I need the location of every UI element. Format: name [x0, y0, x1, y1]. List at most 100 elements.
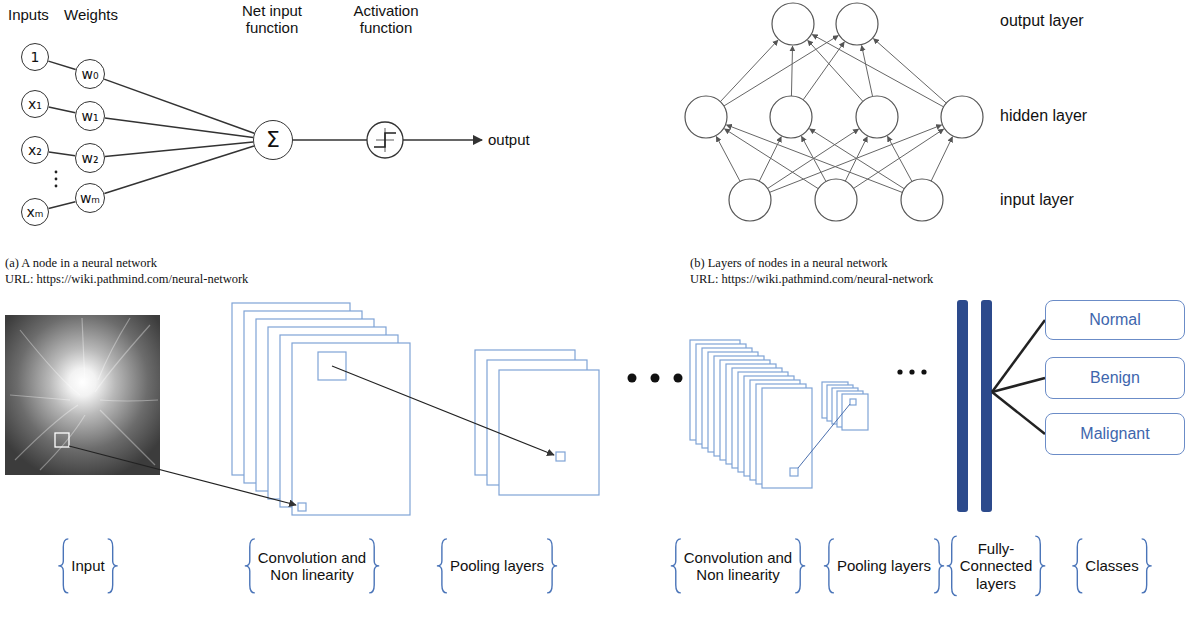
stage-label: Pooling layers — [427, 557, 567, 574]
class-box: Benign — [1045, 357, 1185, 399]
weighted-connection — [105, 142, 253, 157]
layer-connection — [791, 46, 792, 96]
tissue-fiber — [98, 318, 130, 380]
input-node: x₂ — [21, 136, 49, 164]
step-function-symbol — [374, 133, 396, 147]
node-symbol: Σ — [266, 127, 280, 152]
node-symbol: w₀ — [81, 66, 98, 82]
source-url: URL: https://wiki.pathmind.com/neural-ne… — [5, 272, 248, 286]
stage-label: Pooling layers — [829, 557, 939, 574]
layer-label: hidden layer — [1000, 107, 1087, 125]
receptive-field-square — [790, 468, 798, 476]
input-node: 1 — [21, 43, 49, 71]
ellipsis-dot — [55, 178, 58, 181]
curly-brace — [671, 539, 681, 593]
layer-connection — [720, 40, 778, 102]
weighted-connection — [49, 152, 75, 156]
neuron-circle — [941, 96, 983, 138]
tissue-fiber — [100, 400, 158, 401]
neuron-circle — [901, 179, 943, 221]
input-node: xₘ — [21, 198, 49, 226]
class-connector — [992, 320, 1045, 392]
stage-label: Classes — [1062, 557, 1162, 574]
mapping-arrow — [69, 446, 296, 505]
curly-brace — [108, 539, 118, 593]
tissue-fiber — [95, 325, 150, 392]
output-arrow — [403, 139, 482, 141]
stage-heading: Net input function — [226, 2, 318, 37]
layer-label: output layer — [1000, 12, 1084, 30]
sum-node: Σ — [253, 120, 293, 160]
stage-label: Convolution and Non linearity — [673, 549, 803, 584]
curly-brace — [58, 539, 68, 593]
curly-brace — [1035, 536, 1045, 596]
weighted-connection — [49, 202, 76, 209]
source-url: URL: https://wiki.pathmind.com/neural-ne… — [690, 272, 933, 286]
stage-label: Input — [33, 557, 143, 574]
panel-caption: (b) Layers of nodes in a neural network — [690, 256, 888, 270]
curly-brace — [547, 539, 557, 593]
fully-connected-bar — [957, 300, 968, 512]
class-name: Malignant — [1080, 425, 1149, 443]
neuron-circle — [772, 3, 814, 45]
layer-connection — [724, 36, 838, 106]
continuation-dot — [897, 369, 902, 374]
continuation-dot — [651, 374, 660, 383]
weight-node: w₂ — [75, 143, 105, 173]
neuron-circle — [729, 179, 771, 221]
layer-connection — [759, 137, 781, 181]
column-heading: Weights — [64, 6, 118, 23]
continuation-dot — [674, 374, 683, 383]
mapping-line — [798, 404, 850, 468]
layer-connection — [725, 129, 819, 189]
weighted-connection — [49, 107, 76, 113]
sum-to-activation-line — [293, 139, 367, 141]
weight-node: wₘ — [75, 183, 105, 213]
class-name: Normal — [1089, 311, 1141, 329]
curly-brace — [795, 539, 805, 593]
layer-connection — [931, 137, 952, 181]
stage-heading: Activation function — [338, 2, 434, 37]
feature-map — [762, 388, 812, 488]
curly-brace — [1142, 539, 1152, 593]
receptive-field-square — [298, 503, 306, 511]
layer-connection — [887, 136, 912, 181]
curly-brace — [369, 539, 379, 593]
weighted-connection — [104, 146, 254, 193]
receptive-field-square — [55, 433, 69, 447]
class-name: Benign — [1090, 369, 1140, 387]
weighted-connection — [105, 118, 253, 137]
receptive-field-square — [850, 399, 856, 405]
panel-caption: (a) A node in a neural network — [5, 256, 157, 270]
layer-connection — [854, 129, 944, 188]
weight-node: w₁ — [75, 101, 105, 131]
class-box: Malignant — [1045, 413, 1185, 455]
curly-brace — [1072, 539, 1082, 593]
stage-label: Convolution and Non linearity — [247, 549, 377, 584]
continuation-dot — [909, 369, 914, 374]
curly-brace — [824, 539, 834, 593]
mapping-arrow — [332, 366, 554, 455]
tissue-fiber — [40, 415, 85, 470]
stage-label: Fully-Connected layers — [956, 540, 1036, 592]
node-symbol: wₘ — [80, 190, 100, 206]
curly-brace — [934, 539, 944, 593]
output-label: output — [488, 131, 530, 148]
continuation-dot — [921, 369, 926, 374]
column-heading: Inputs — [8, 6, 49, 23]
weighted-connection — [104, 79, 254, 133]
pooled-map — [842, 394, 868, 430]
curly-brace — [947, 536, 957, 596]
neuron-circle — [856, 96, 898, 138]
neuron-circle — [836, 3, 878, 45]
fully-connected-bar — [981, 300, 992, 512]
pooled-map — [499, 370, 599, 495]
node-symbol: xₘ — [26, 204, 43, 220]
layer-connection — [873, 39, 946, 103]
layer-connection — [862, 46, 873, 97]
class-connector — [992, 378, 1045, 392]
layer-connection — [803, 42, 844, 100]
